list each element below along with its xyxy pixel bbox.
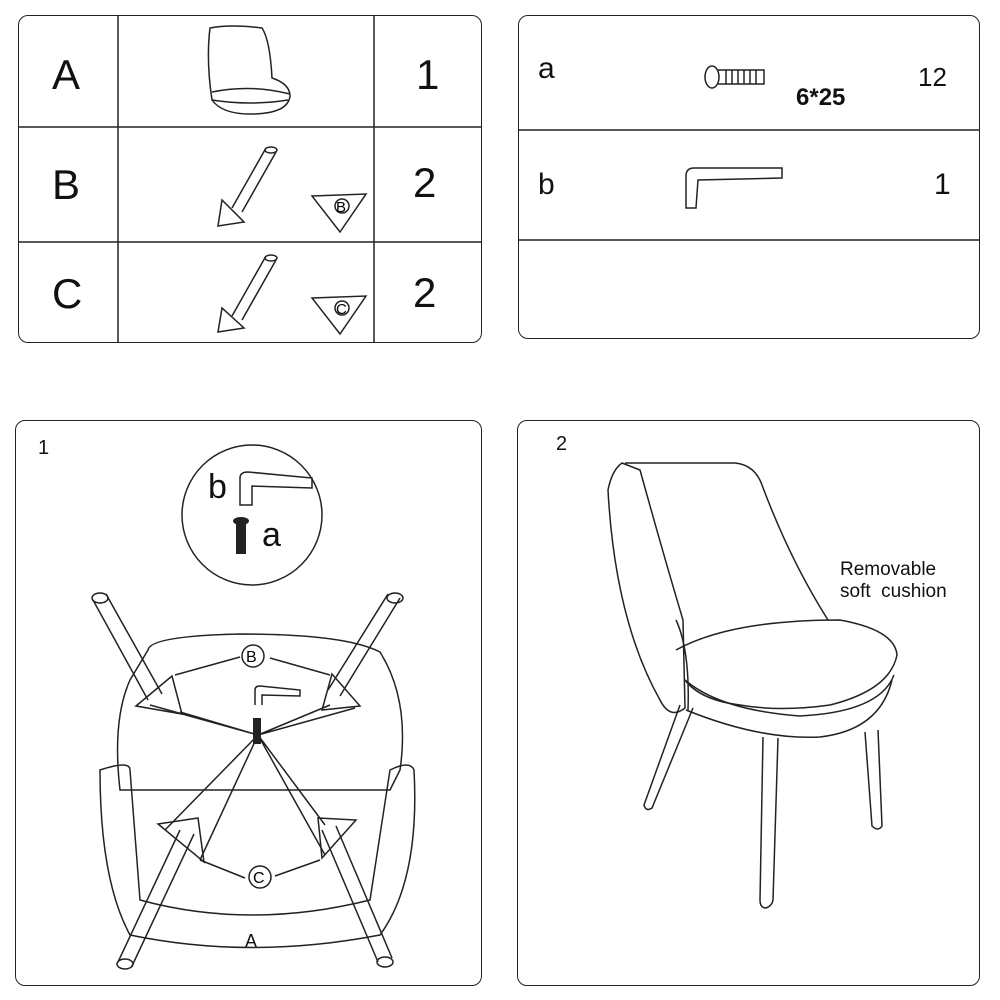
part-letter-a: A	[52, 51, 81, 98]
hardware-letter-b: b	[538, 168, 555, 201]
screw-icon	[704, 65, 765, 89]
bracket-b-label: B	[336, 199, 346, 216]
parts-table	[18, 15, 482, 343]
bracket-b-marker	[241, 644, 265, 668]
leg-b-icon	[217, 146, 278, 227]
step-2-number: 2	[556, 433, 568, 455]
screw-size: 6*25	[796, 84, 846, 111]
hardware-qty-b: 1	[934, 168, 951, 201]
seat-label: A	[245, 931, 258, 951]
tool-label: b	[208, 468, 227, 506]
bracket-c-label: C	[336, 301, 347, 318]
step-2-panel	[517, 420, 980, 986]
screw-icon	[236, 520, 246, 554]
allen-key-icon	[239, 471, 313, 506]
assembly-lines	[149, 656, 356, 879]
bracket-c-icon	[310, 295, 368, 336]
leg-c-icon	[217, 254, 278, 333]
allen-key-icon	[685, 167, 783, 209]
cushion-note-line2: soft cushion	[840, 581, 947, 602]
seat-icon	[207, 25, 291, 115]
part-qty-a: 1	[416, 51, 440, 98]
screw-label: a	[262, 516, 281, 554]
bracket-b-marker-label: B	[246, 649, 257, 666]
seat-underside	[116, 633, 404, 791]
part-qty-b: 2	[413, 159, 437, 206]
hardware-table	[518, 15, 980, 339]
cushion-note-line1: Removable	[840, 559, 937, 580]
hardware-qty-a: 12	[918, 62, 947, 92]
bracket-b-icon	[310, 193, 368, 234]
bracket-c-marker-label: C	[253, 870, 265, 887]
part-letter-b: B	[52, 161, 81, 208]
step-1-panel	[15, 420, 482, 986]
hardware-callout-circle	[181, 444, 323, 586]
brackets	[134, 672, 362, 864]
step-1-number: 1	[38, 437, 50, 459]
part-qty-c: 2	[413, 269, 437, 316]
part-letter-c: C	[52, 270, 83, 317]
hardware-letter-a: a	[538, 52, 555, 85]
legs	[91, 592, 404, 970]
bracket-c-marker	[248, 865, 272, 889]
